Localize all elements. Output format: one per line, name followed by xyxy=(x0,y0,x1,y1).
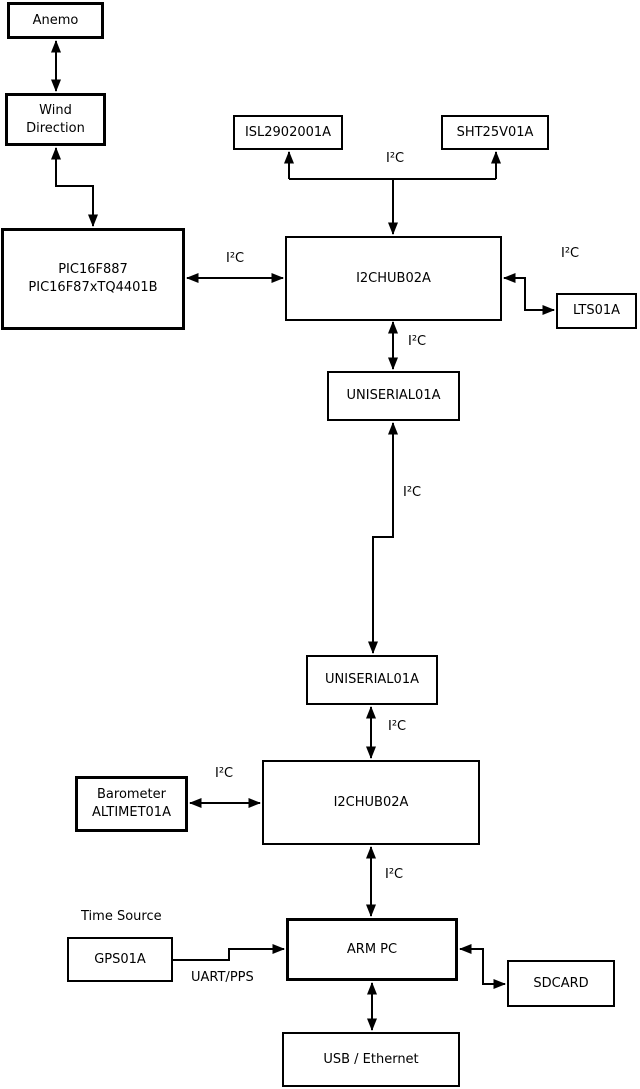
node-i2chub02a-1: I2CHUB02A xyxy=(285,236,502,321)
label-i2c-uniserial2-hub2: I²C xyxy=(388,719,407,734)
node-lts01a: LTS01A xyxy=(556,293,637,329)
edge-gps-armpc xyxy=(173,944,285,961)
label-time-source: Time Source xyxy=(81,909,162,924)
node-wind-direction: Wind Direction xyxy=(5,93,106,146)
label-i2c-barometer-hub2: I²C xyxy=(215,766,234,781)
label-i2c-top-bus: I²C xyxy=(386,151,405,166)
edge-wind-pic xyxy=(51,147,98,227)
edge-armpc-sdcard xyxy=(459,944,506,989)
edge-hub1-lts xyxy=(503,273,555,315)
node-arm-pc: ARM PC xyxy=(286,918,458,981)
node-anemo: Anemo xyxy=(7,2,104,39)
node-usb-ethernet: USB / Ethernet xyxy=(282,1032,460,1087)
node-i2chub02a-2: I2CHUB02A xyxy=(262,760,480,845)
node-uniserial01a-2: UNISERIAL01A xyxy=(306,655,438,705)
label-i2c-hub2-armpc: I²C xyxy=(385,867,404,882)
label-i2c-hub1-uniserial1: I²C xyxy=(408,334,427,349)
node-isl2902001a: ISL2902001A xyxy=(233,115,343,150)
node-pic16f887: PIC16F887 PIC16F87xTQ4401B xyxy=(1,228,185,330)
node-uniserial01a-1: UNISERIAL01A xyxy=(327,371,460,421)
label-uart-pps: UART/PPS xyxy=(191,970,254,985)
node-sht25v01a: SHT25V01A xyxy=(441,115,549,150)
node-sdcard: SDCARD xyxy=(507,960,615,1007)
label-i2c-pic-hub1: I²C xyxy=(226,251,245,266)
label-i2c-serial-link: I²C xyxy=(403,485,422,500)
node-gps01a: GPS01A xyxy=(67,937,173,982)
node-barometer-altimet01a: Barometer ALTIMET01A xyxy=(75,776,188,832)
label-i2c-hub1-lts: I²C xyxy=(561,246,580,261)
edge-uniserial1-uniserial2 xyxy=(368,422,398,654)
